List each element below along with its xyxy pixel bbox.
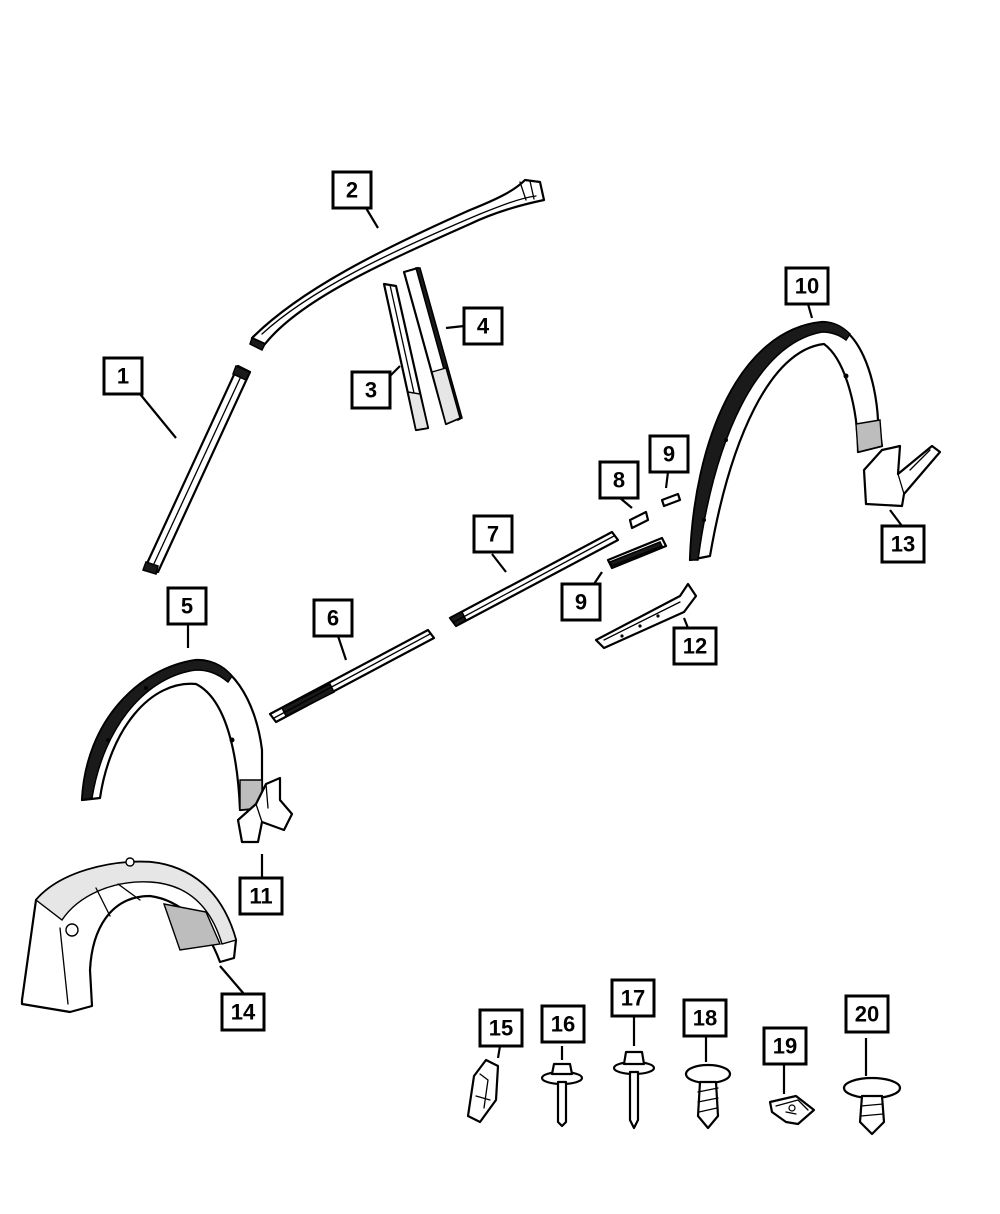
part-8-applique bbox=[628, 510, 650, 530]
part-19-u-nut bbox=[768, 1094, 816, 1126]
part-17-long-bolt bbox=[612, 1050, 656, 1130]
callout-8-label: 8 bbox=[613, 468, 625, 493]
callout-9-lower-label: 9 bbox=[575, 590, 587, 615]
callout-16-label: 16 bbox=[551, 1012, 575, 1037]
callout-7-label: 7 bbox=[487, 522, 499, 547]
part-15-retainer-clip bbox=[466, 1058, 500, 1124]
callout-18-label: 18 bbox=[693, 1006, 717, 1031]
part-13-rear-splash-guard bbox=[862, 444, 942, 508]
part-20-large-push-pin bbox=[842, 1076, 902, 1136]
callout-9-lower[interactable]: 9 bbox=[560, 582, 602, 622]
callout-13-label: 13 bbox=[891, 532, 915, 557]
callout-14[interactable]: 14 bbox=[220, 992, 266, 1032]
callout-15-label: 15 bbox=[489, 1016, 513, 1041]
callout-9-upper-label: 9 bbox=[663, 442, 675, 467]
callout-11[interactable]: 11 bbox=[238, 876, 284, 916]
callout-1-label: 1 bbox=[117, 364, 129, 389]
callout-5[interactable]: 5 bbox=[166, 586, 208, 626]
callout-14-label: 14 bbox=[231, 1000, 256, 1025]
callout-13[interactable]: 13 bbox=[880, 524, 926, 564]
callout-18[interactable]: 18 bbox=[682, 998, 728, 1038]
callout-6[interactable]: 6 bbox=[312, 598, 354, 638]
callout-3[interactable]: 3 bbox=[350, 370, 392, 410]
part-6-front-door-molding bbox=[268, 628, 436, 724]
callout-2-label: 2 bbox=[346, 178, 358, 203]
part-14-wheelhouse-liner bbox=[20, 857, 238, 1014]
part-18-push-pin bbox=[684, 1063, 732, 1130]
callout-17-label: 17 bbox=[621, 986, 645, 1011]
callout-11-label: 11 bbox=[249, 884, 272, 909]
part-11-front-splash-guard bbox=[236, 776, 294, 844]
part-16-bolt bbox=[540, 1062, 584, 1128]
callout-17[interactable]: 17 bbox=[610, 978, 656, 1018]
callout-8[interactable]: 8 bbox=[598, 460, 640, 500]
callout-10-label: 10 bbox=[795, 274, 819, 299]
part-5-front-wheel-flare bbox=[80, 658, 264, 812]
callout-1[interactable]: 1 bbox=[102, 356, 144, 396]
part-1-windshield-molding bbox=[142, 364, 252, 575]
callout-4[interactable]: 4 bbox=[462, 306, 504, 346]
callout-7[interactable]: 7 bbox=[472, 514, 514, 554]
callout-20-label: 20 bbox=[855, 1002, 879, 1027]
part-9-lower-molding bbox=[606, 536, 668, 570]
part-7-rear-door-molding bbox=[448, 530, 620, 628]
callout-20[interactable]: 20 bbox=[844, 994, 890, 1034]
part-12-rocker-extension bbox=[594, 582, 698, 650]
callout-16[interactable]: 16 bbox=[540, 1004, 586, 1044]
callout-6-label: 6 bbox=[327, 606, 339, 631]
callout-5-label: 5 bbox=[181, 594, 193, 619]
part-9-upper-molding bbox=[660, 492, 682, 508]
callout-4-label: 4 bbox=[477, 314, 490, 339]
callout-2[interactable]: 2 bbox=[331, 170, 373, 210]
leader-lines bbox=[139, 207, 903, 1094]
callout-10[interactable]: 10 bbox=[784, 266, 830, 306]
callout-12-label: 12 bbox=[683, 634, 707, 659]
callout-3-label: 3 bbox=[365, 378, 377, 403]
callout-12[interactable]: 12 bbox=[672, 626, 718, 666]
callout-19-label: 19 bbox=[773, 1034, 797, 1059]
part-3-b-pillar-applique bbox=[382, 282, 430, 432]
part-10-rear-wheel-flare bbox=[688, 320, 884, 562]
part-2-roof-molding bbox=[249, 178, 546, 352]
callout-9-upper[interactable]: 9 bbox=[648, 434, 690, 474]
callout-19[interactable]: 19 bbox=[762, 1026, 808, 1066]
callout-15[interactable]: 15 bbox=[478, 1008, 524, 1048]
part-4-c-pillar-applique bbox=[402, 266, 463, 426]
